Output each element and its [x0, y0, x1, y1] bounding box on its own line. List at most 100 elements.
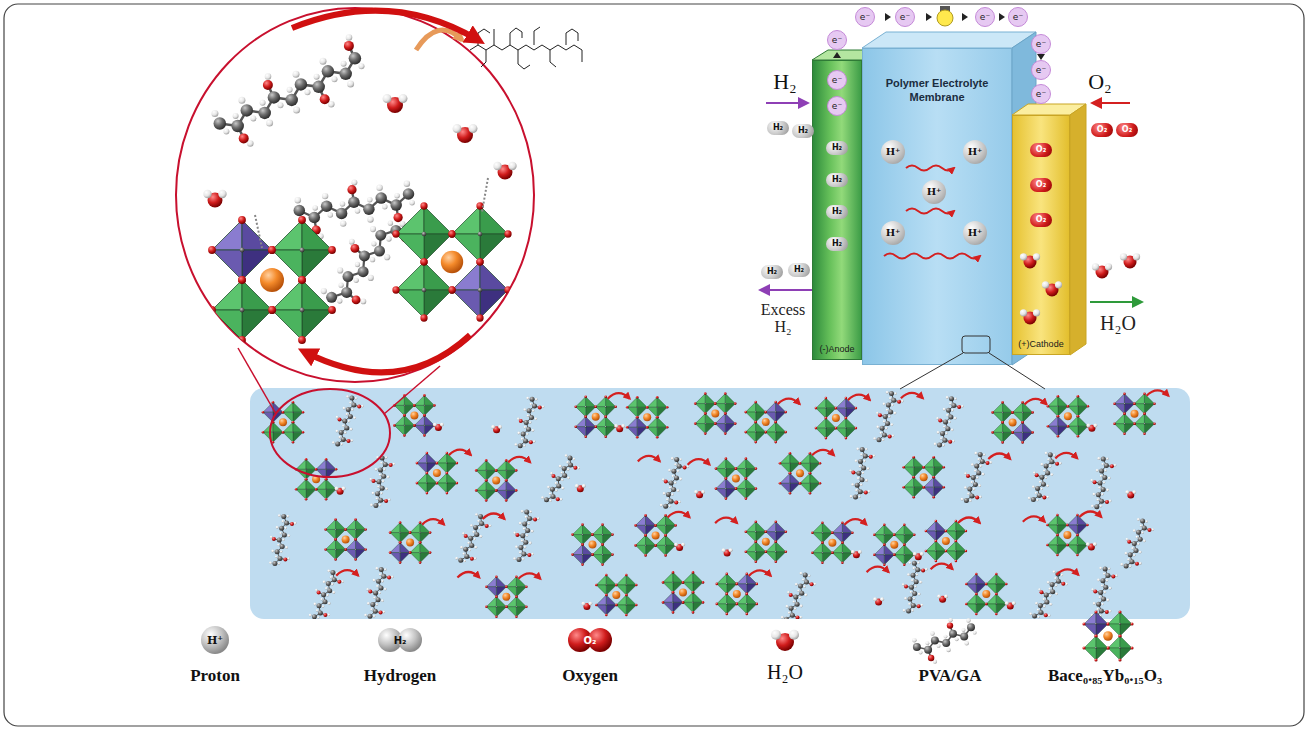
atom	[496, 606, 498, 608]
octahedron-facet	[842, 523, 852, 533]
atom	[946, 408, 951, 413]
atom	[280, 544, 285, 549]
atom	[473, 525, 478, 530]
atom	[687, 465, 690, 468]
atom	[495, 616, 498, 619]
atom	[1139, 551, 1142, 554]
atom	[1066, 544, 1069, 547]
octahedron-facet	[627, 417, 637, 427]
atom	[1123, 393, 1126, 396]
atom	[943, 408, 946, 411]
octahedron-facet	[727, 604, 737, 614]
atom	[381, 474, 386, 479]
atom	[1076, 534, 1079, 537]
atom	[636, 436, 639, 439]
atom	[851, 550, 855, 554]
atom	[523, 445, 525, 447]
atom	[885, 427, 887, 429]
atom	[1001, 441, 1004, 444]
octahedron-facet	[914, 457, 924, 467]
atom	[352, 296, 361, 305]
atom	[656, 416, 659, 419]
octahedron-facet	[727, 574, 737, 584]
atom	[1103, 481, 1105, 483]
octahedron-facet	[336, 549, 346, 559]
atom	[409, 200, 415, 206]
atom	[865, 479, 868, 482]
octahedron-facet	[1078, 426, 1088, 436]
atom	[902, 583, 905, 586]
atom	[575, 484, 579, 488]
atom	[975, 613, 978, 616]
octahedron-facet	[746, 542, 756, 552]
octahedron-facet	[583, 555, 593, 565]
atom	[475, 489, 478, 492]
octahedron-facet	[810, 483, 820, 493]
proton-hop-arrow	[844, 519, 866, 525]
atom	[985, 583, 988, 586]
atom	[305, 469, 307, 471]
atom	[671, 493, 673, 495]
octahedron-facet	[1124, 424, 1134, 434]
octahedron-facet	[606, 397, 616, 407]
atom	[976, 470, 981, 475]
atom	[1105, 500, 1109, 504]
atom	[921, 568, 925, 572]
octahedron-facet	[663, 602, 673, 612]
atom	[382, 204, 388, 210]
atom	[327, 594, 329, 596]
atom	[531, 553, 534, 556]
octahedron-facet	[816, 428, 826, 438]
atom	[893, 553, 896, 556]
atom	[505, 586, 508, 589]
atom	[404, 425, 406, 427]
atom	[368, 590, 372, 594]
atom	[922, 486, 925, 489]
atom	[729, 548, 733, 552]
atom	[529, 421, 531, 423]
atom	[1139, 562, 1142, 565]
atom	[646, 426, 649, 429]
atom	[625, 594, 628, 597]
atom	[910, 591, 912, 593]
atom	[805, 594, 808, 597]
atom	[725, 457, 728, 460]
atom	[746, 583, 748, 585]
atom	[855, 407, 858, 410]
atom	[604, 395, 607, 398]
atom	[282, 532, 287, 537]
proton-hop-arrow	[812, 450, 834, 456]
atom	[295, 488, 298, 491]
atom	[775, 560, 778, 563]
octahedron-facet	[646, 515, 656, 525]
atom	[692, 582, 694, 584]
atom	[1140, 525, 1142, 527]
octahedron-facet	[573, 535, 583, 545]
atom	[315, 589, 318, 592]
atom	[278, 514, 281, 517]
octahedron-facet	[816, 408, 826, 418]
octahedron-facet	[636, 525, 646, 535]
atom	[795, 583, 798, 586]
atom	[877, 437, 882, 442]
atom	[524, 420, 529, 425]
atom	[1022, 432, 1024, 434]
atom	[604, 415, 607, 418]
atom	[955, 550, 957, 552]
octahedron-facet	[826, 398, 836, 408]
atom	[399, 541, 402, 544]
atom	[918, 593, 921, 596]
octahedron-facet	[1048, 406, 1058, 416]
atom	[272, 537, 276, 541]
atom	[317, 616, 319, 618]
atom	[479, 521, 484, 526]
atom	[835, 407, 838, 410]
atom	[505, 606, 508, 609]
atom	[819, 482, 822, 485]
octahedron-facet	[874, 525, 884, 535]
atom	[292, 431, 294, 433]
atom	[1067, 405, 1070, 408]
atom	[594, 425, 597, 428]
octahedron-facet	[573, 545, 583, 555]
atom	[334, 538, 337, 541]
